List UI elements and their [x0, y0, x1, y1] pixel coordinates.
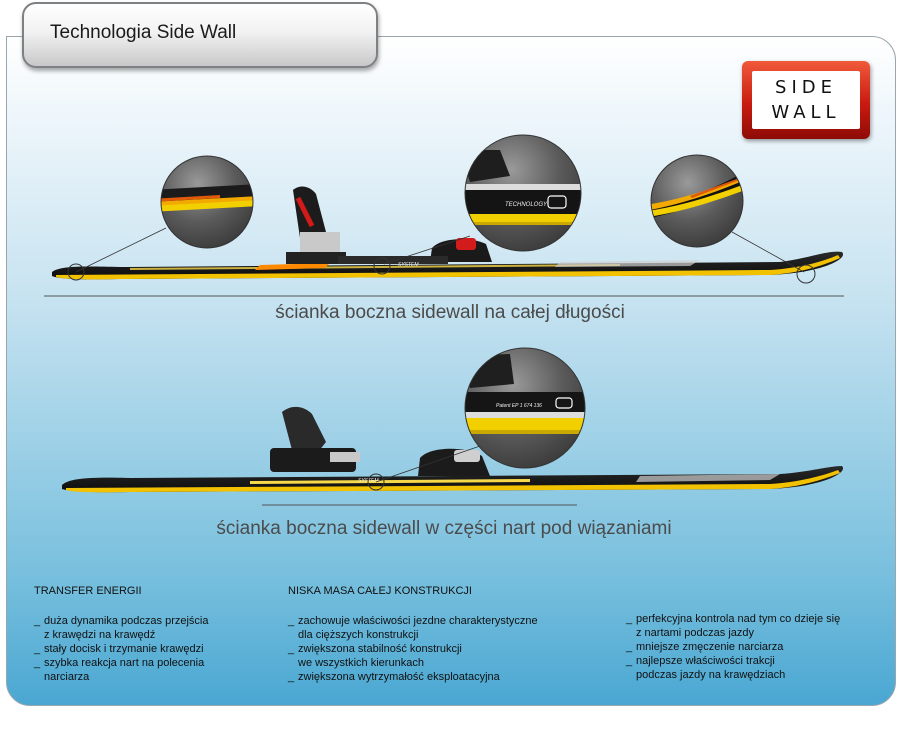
feature-heading: NISKA MASA CAŁEJ KONSTRUKCJI — [288, 585, 472, 597]
feature-line: z nartami podczas jazdy — [636, 627, 754, 639]
caption-under-bindings: ścianka boczna sidewall w części nart po… — [216, 518, 672, 539]
binding-heel-piece-2 — [282, 406, 326, 452]
feature-line: perfekcyjna kontrola nad tym co dzieje s… — [636, 613, 841, 625]
side-wall-logo-plate: SIDE WALL — [752, 71, 860, 129]
logo-line-2: WALL — [771, 102, 841, 123]
caption-full-length: ścianka boczna sidewall na całej długośc… — [275, 302, 625, 323]
feature-item: stały docisk i trzymanie krawędzi — [34, 642, 254, 656]
feature-column-control: perfekcyjna kontrola nad tym co dzieje s… — [626, 612, 888, 682]
detail-marker-tail — [67, 263, 85, 281]
feature-line: zwiększona stabilność konstrukcji — [298, 643, 462, 655]
feature-item: perfekcyjna kontrola nad tym co dzieje s… — [626, 612, 888, 640]
feature-item: zachowuje właściwości jezdne charakterys… — [288, 614, 588, 642]
logo-line-1: SIDE — [775, 77, 837, 98]
feature-line: najlepsze właściwości trakcji — [636, 655, 775, 667]
zoom-technology-label: TECHNOLOGY — [505, 202, 548, 208]
content-panel — [6, 36, 896, 706]
zoom-lens-under-binding: Patent EP 1 674 136 — [464, 347, 586, 469]
detail-marker-under-binding — [367, 473, 385, 491]
feature-line: stały docisk i trzymanie krawędzi — [44, 643, 204, 655]
feature-line: we wszystkich kierunkach — [298, 657, 424, 669]
detail-marker-tip — [796, 264, 816, 284]
feature-line: mniejsze zmęczenie narciarza — [636, 641, 784, 653]
feature-item: szybka reakcja nart na polecenia narciar… — [34, 656, 254, 684]
zoom-lens-tail — [160, 155, 254, 249]
feature-line: duża dynamika podczas przejścia — [44, 615, 209, 627]
detail-marker-binding — [373, 257, 391, 275]
title-tab: Technologia Side Wall — [22, 2, 378, 68]
binding-heel-piece — [293, 186, 326, 240]
ski-under-bindings — [62, 406, 844, 493]
feature-item: zwiększona stabilność konstrukcji we wsz… — [288, 642, 588, 670]
feature-line: dla cięższych konstrukcji — [298, 629, 419, 641]
feature-line: zachowuje właściwości jezdne charakterys… — [298, 615, 538, 627]
feature-line: narciarza — [44, 671, 90, 683]
side-wall-logo: SIDE WALL — [742, 61, 870, 139]
ski2-system-mark: SYSTEM — [358, 478, 379, 484]
feature-column-low-mass: NISKA MASA CAŁEJ KONSTRUKCJI zachowuje w… — [288, 584, 588, 684]
zoom-lens-tip — [650, 154, 744, 248]
feature-column-energy: TRANSFER ENERGII duża dynamika podczas p… — [34, 584, 254, 684]
feature-line: podczas jazdy na krawędziach — [636, 669, 786, 681]
feature-item: mniejsze zmęczenie narciarza — [626, 640, 888, 654]
zoom-patent-label: Patent EP 1 674 136 — [496, 403, 542, 409]
zoom-lens-binding: TECHNOLOGY — [464, 134, 582, 252]
ski-full-length — [52, 186, 844, 280]
feature-item: duża dynamika podczas przejścia z krawęd… — [34, 614, 254, 642]
feature-item: najlepsze właściwości trakcji podczas ja… — [626, 654, 888, 682]
page-title: Technologia Side Wall — [50, 22, 237, 43]
feature-line: zwiększona wytrzymałość eksploatacyjna — [298, 671, 500, 683]
ski1-system-mark: SYSTEM — [398, 262, 419, 268]
feature-heading: TRANSFER ENERGII — [34, 585, 142, 597]
feature-line: z krawędzi na krawędź — [44, 629, 156, 641]
feature-item: zwiększona wytrzymałość eksploatacyjna — [288, 670, 588, 684]
feature-line: szybka reakcja nart na polecenia — [44, 657, 205, 669]
